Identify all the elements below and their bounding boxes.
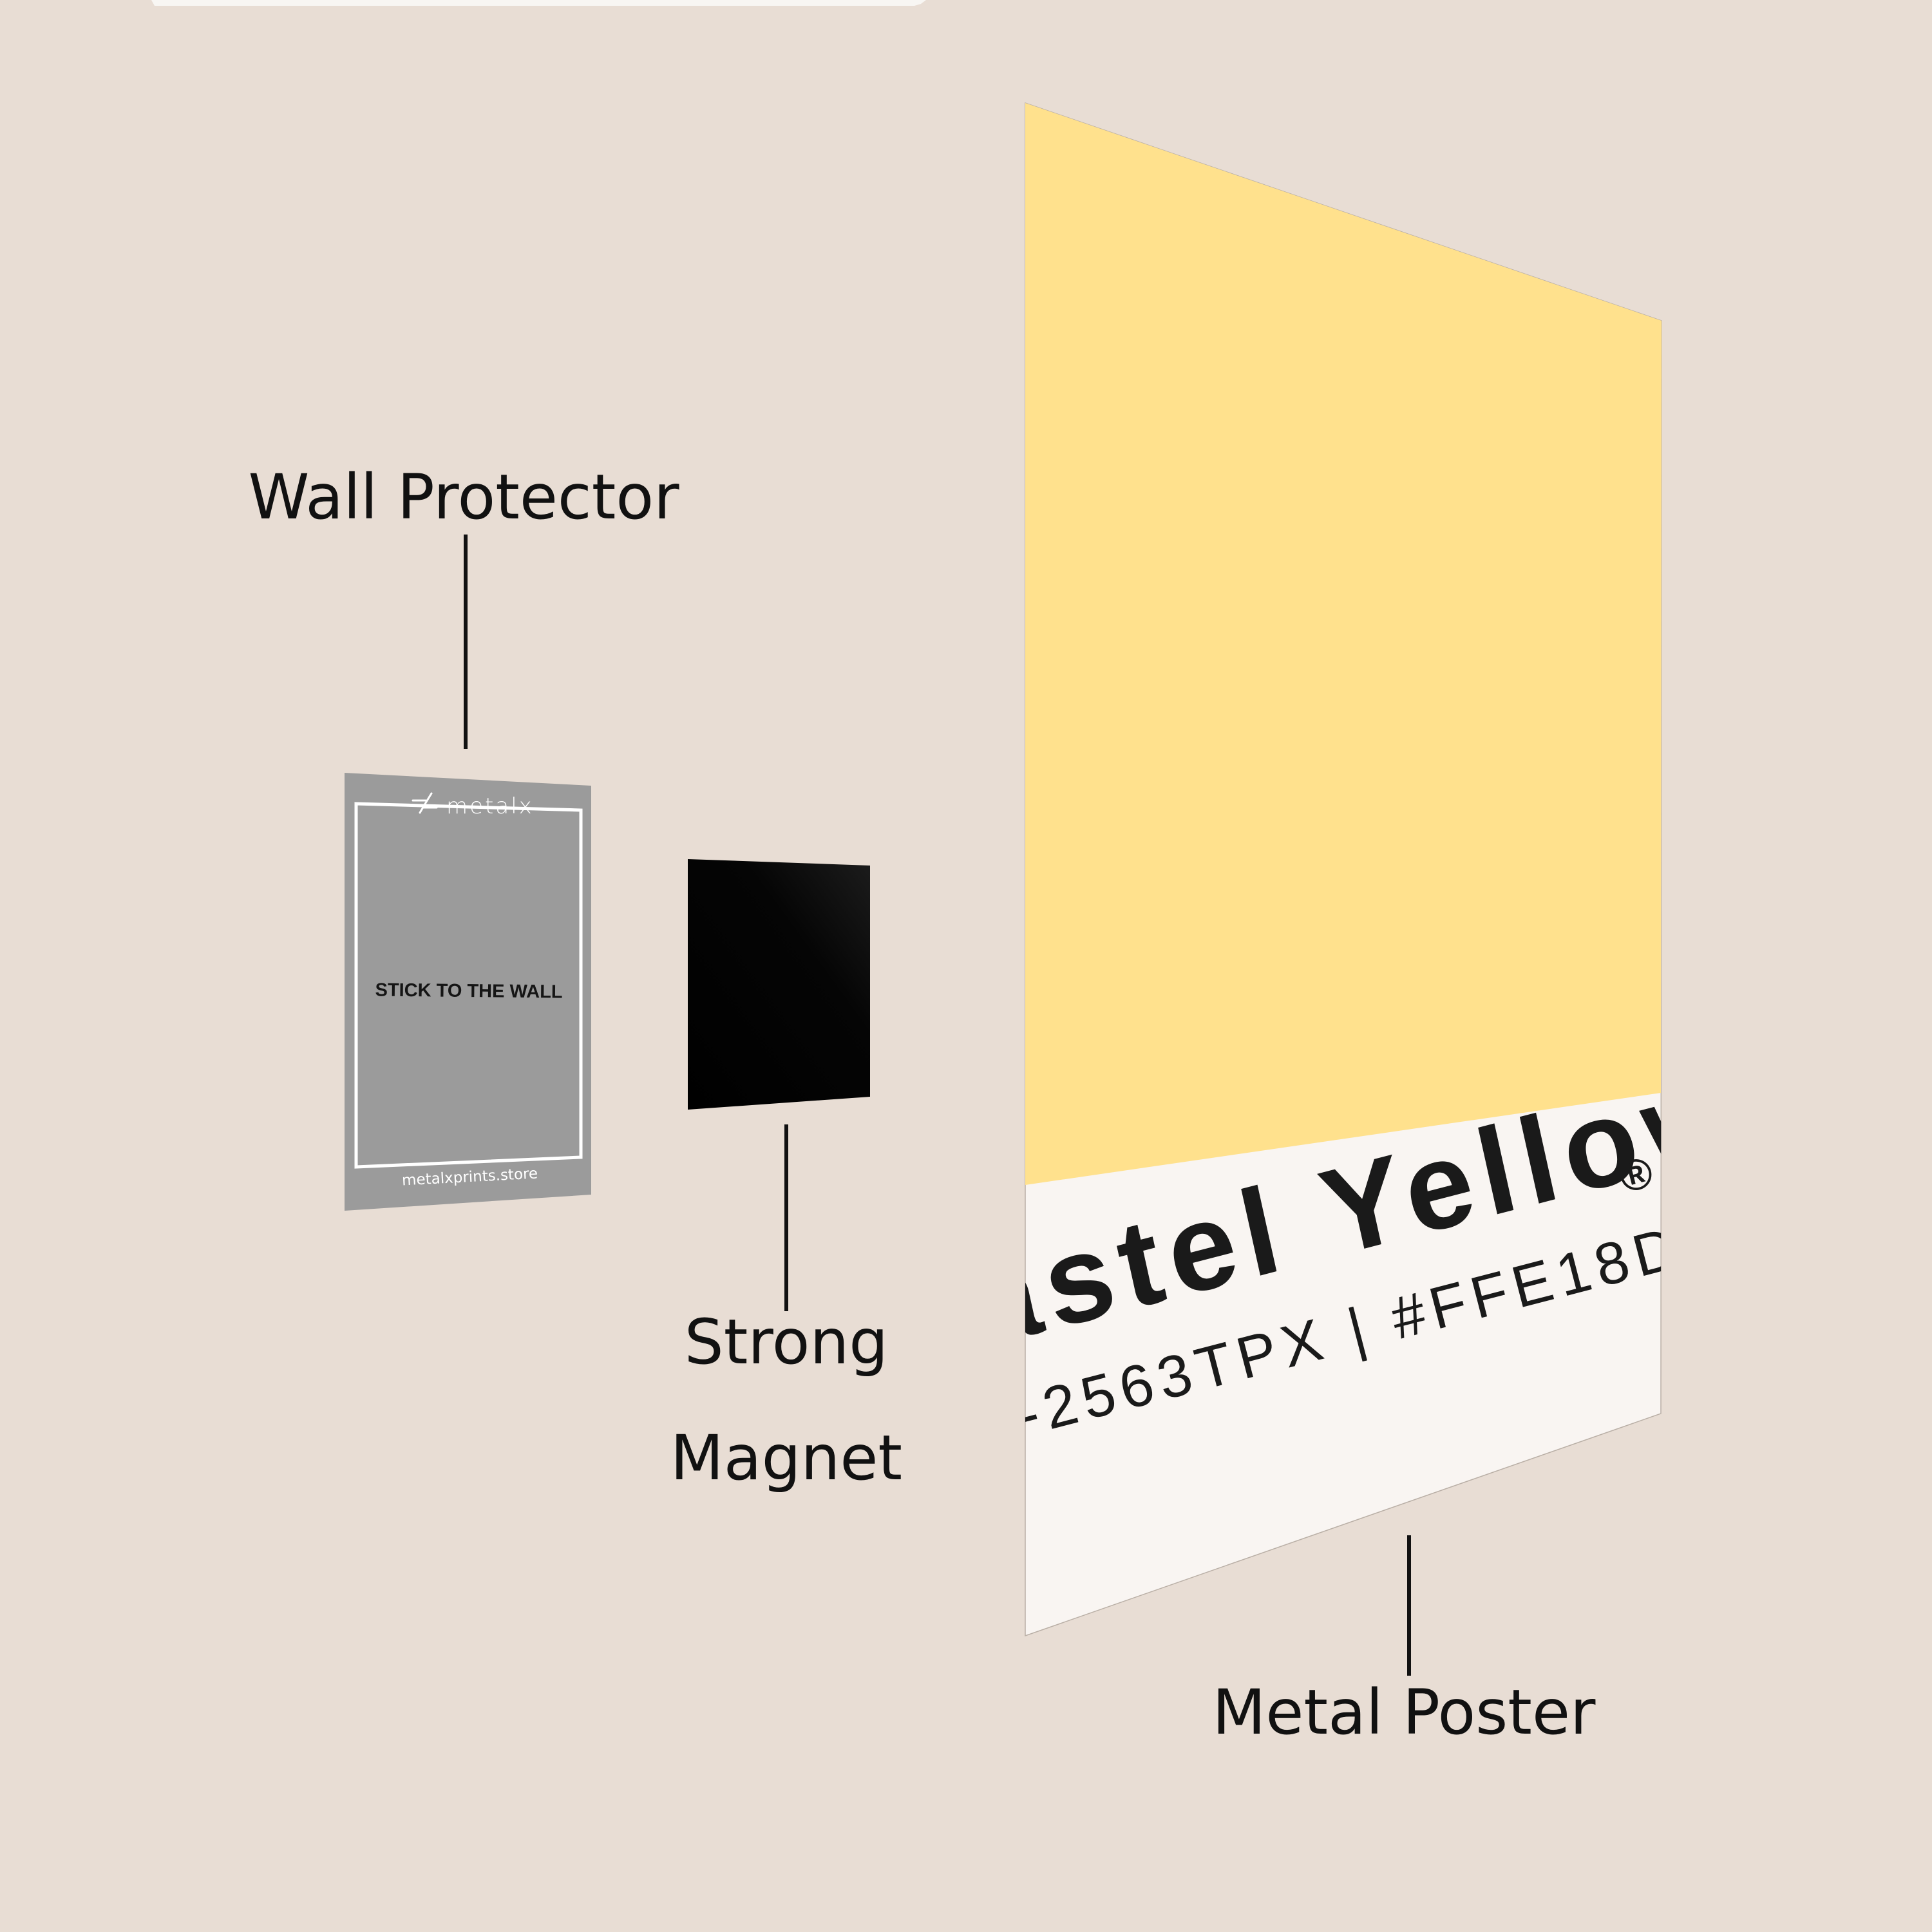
poster-color-swatch: [1025, 103, 1662, 1185]
top-strip: [151, 0, 926, 6]
wall-protector-label: Wall Protector: [248, 461, 679, 533]
strong-magnet-callout: Strong Magnet: [670, 1124, 902, 1494]
strong-magnet-label-line1: Strong: [685, 1306, 888, 1378]
metal-poster-label: Metal Poster: [1213, 1676, 1596, 1748]
wall-protector-card: metalx STICK TO THE WALL metalxprints.st…: [345, 773, 591, 1211]
wall-protector-center-text: STICK TO THE WALL: [375, 980, 562, 1002]
wall-protector-body: [345, 773, 591, 1211]
wall-protector-leader-line: [464, 535, 468, 749]
metal-poster-leader-line: [1407, 1535, 1411, 1676]
strong-magnet-leader-line: [784, 1124, 788, 1311]
metal-poster-callout: Metal Poster: [1213, 1535, 1596, 1748]
wall-protector-callout: Wall Protector: [248, 461, 679, 749]
metal-poster: astel Yellow ® -2563TPX | #FFE18D: [1025, 102, 1662, 1637]
wall-protector-brand: metalx: [446, 793, 534, 819]
strong-magnet-label-line2: Magnet: [670, 1422, 902, 1494]
wall-protector-border: [354, 802, 583, 1169]
metalx-logo-icon: [412, 792, 438, 814]
strong-magnet: [688, 859, 870, 1110]
